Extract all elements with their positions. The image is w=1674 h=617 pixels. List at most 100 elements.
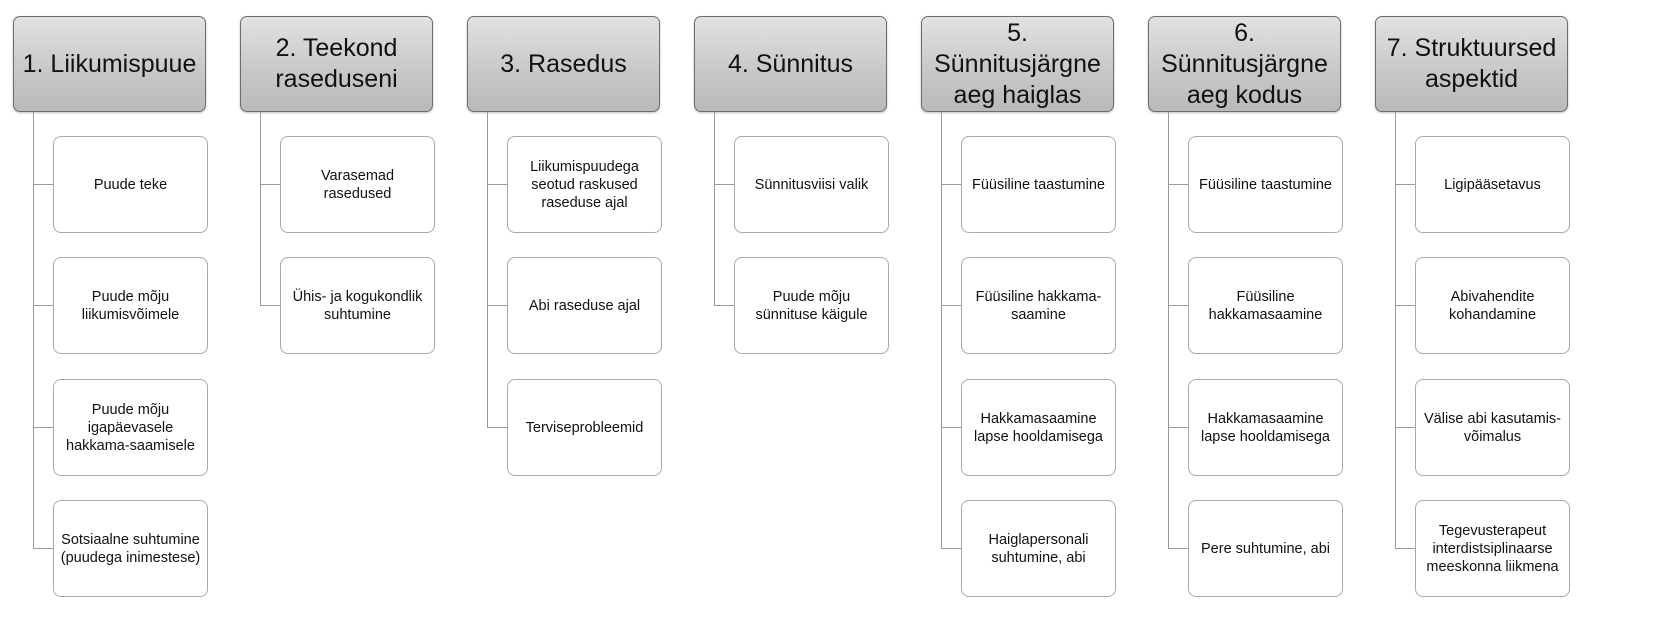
branch-line [941,548,961,549]
subcategory-box: Sünnitusviisi valik [734,136,889,233]
subcategory-item: Füüsiline taastumine [1168,136,1344,234]
subcategory-box: Sotsiaalne suhtumine (puudega inimestese… [53,500,208,597]
subcategory-item: Ligipääsetavus [1395,136,1571,234]
category-header: 3. Rasedus [467,16,660,112]
subcategory-box: Abivahendite kohandamine [1415,257,1570,354]
branch-line [487,427,507,428]
branch-line [260,184,280,185]
subcategory-box: Varasemad rasedused [280,136,435,233]
subcategory-box: Puude mõju igapäevasele hakkama-saamisel… [53,379,208,476]
subcategory-label: Haiglapersonali suhtumine, abi [988,531,1089,566]
category-title: 6. Sünnitusjärgne aeg kodus [1161,18,1328,109]
category-title: 4. Sünnitus [727,49,854,78]
subcategory-item: Puude mõju liikumisvõimele [33,257,209,355]
subcategory-item: Hakkamasaamine lapse hooldamisega [941,379,1117,477]
subcategory-box: Hakkamasaamine lapse hooldamisega [1188,379,1343,476]
subcategory-label: Ühis- ja kogukondlik suhtumine [292,288,423,323]
category-title: 1. Liikumispuue [22,49,197,78]
subcategory-label: Hakkamasaamine lapse hooldamisega [1201,410,1330,445]
subcategory-item: Füüsiline hakkamasaamine [1168,257,1344,355]
subcategory-box: Liikumispuudega seotud raskused raseduse… [507,136,662,233]
connector-line [487,112,488,427]
connector-line [1168,112,1169,548]
branch-line [1168,548,1188,549]
subcategory-label: Varasemad rasedused [320,167,395,202]
subcategory-item: Ühis- ja kogukondlik suhtumine [260,257,436,355]
connector-line [1395,112,1396,548]
branch-line [1395,427,1415,428]
subcategory-label: Pere suhtumine, abi [1201,540,1330,557]
subcategory-item: Liikumispuudega seotud raskused raseduse… [487,136,663,234]
branch-line [33,184,53,185]
category-title: 7. Struktuursed aspektid [1386,34,1557,93]
subcategory-item: Sünnitusviisi valik [714,136,890,234]
subcategory-box: Füüsiline taastumine [1188,136,1343,233]
branch-line [941,427,961,428]
subcategory-item: Füüsiline hakkama-saamine [941,257,1117,355]
branch-line [1168,184,1188,185]
branch-line [487,305,507,306]
branch-line [941,184,961,185]
subcategory-label: Tegevusterapeut interdistsiplinaarse mee… [1426,522,1559,575]
subcategory-box: Pere suhtumine, abi [1188,500,1343,597]
subcategory-item: Puude mõju igapäevasele hakkama-saamisel… [33,379,209,477]
category-header: 6. Sünnitusjärgne aeg kodus [1148,16,1341,112]
subcategory-item: Haiglapersonali suhtumine, abi [941,500,1117,598]
subcategory-label: Sotsiaalne suhtumine (puudega inimestese… [60,531,201,566]
subcategory-label: Hakkamasaamine lapse hooldamisega [974,410,1103,445]
branch-line [1395,548,1415,549]
branch-line [1168,305,1188,306]
subcategory-box: Füüsiline hakkama-saamine [961,257,1116,354]
branch-line [33,427,53,428]
subcategory-box: Ligipääsetavus [1415,136,1570,233]
subcategory-label: Terviseprobleemid [525,419,644,436]
subcategory-label: Füüsiline taastumine [1199,176,1332,193]
subcategory-item: Hakkamasaamine lapse hooldamisega [1168,379,1344,477]
subcategory-item: Välise abi kasutamis-võimalus [1395,379,1571,477]
subcategory-item: Sotsiaalne suhtumine (puudega inimestese… [33,500,209,598]
subcategory-item: Abivahendite kohandamine [1395,257,1571,355]
branch-line [714,184,734,185]
subcategory-box: Puude mõju sünnituse käigule [734,257,889,354]
subcategory-label: Abi raseduse ajal [528,297,641,314]
subcategory-box: Puude mõju liikumisvõimele [53,257,208,354]
category-title: 2. Teekond raseduseni [275,34,398,93]
category-header: 7. Struktuursed aspektid [1375,16,1568,112]
subcategory-box: Füüsiline taastumine [961,136,1116,233]
subcategory-label: Liikumispuudega seotud raskused raseduse… [530,158,639,211]
subcategory-box: Abi raseduse ajal [507,257,662,354]
subcategory-label: Füüsiline hakkama-saamine [975,288,1102,323]
subcategory-label: Välise abi kasutamis-võimalus [1424,410,1561,445]
subcategory-item: Tegevusterapeut interdistsiplinaarse mee… [1395,500,1571,598]
category-title: 3. Rasedus [500,49,627,78]
connector-line [941,112,942,548]
subcategory-item: Puude mõju sünnituse käigule [714,257,890,355]
subcategory-box: Haiglapersonali suhtumine, abi [961,500,1116,597]
subcategory-item: Pere suhtumine, abi [1168,500,1344,598]
subcategory-box: Terviseprobleemid [507,379,662,476]
subcategory-item: Abi raseduse ajal [487,257,663,355]
subcategory-label: Puude mõju liikumisvõimele [81,288,180,323]
subcategory-box: Tegevusterapeut interdistsiplinaarse mee… [1415,500,1570,597]
subcategory-box: Välise abi kasutamis-võimalus [1415,379,1570,476]
subcategory-label: Füüsiline taastumine [972,176,1105,193]
connector-line [714,112,715,305]
subcategory-label: Puude teke [93,176,168,193]
subcategory-list: Liikumispuudega seotud raskused raseduse… [454,0,669,617]
subcategory-item: Füüsiline taastumine [941,136,1117,234]
branch-line [33,305,53,306]
branch-line [487,184,507,185]
connector-line [260,112,261,305]
subcategory-box: Hakkamasaamine lapse hooldamisega [961,379,1116,476]
